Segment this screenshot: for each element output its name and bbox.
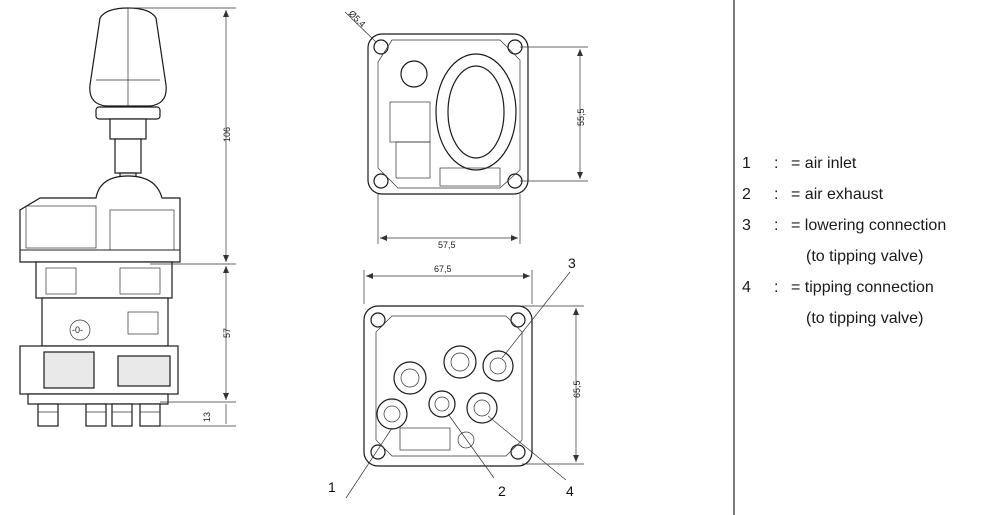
dim-57-5: 57,5 <box>438 240 456 250</box>
dim-67-5: 67,5 <box>434 264 452 274</box>
legend-item-4-cont: (to tipping valve) <box>806 310 924 327</box>
callout-4: 4 <box>566 483 574 499</box>
legend-text: = air exhaust <box>791 186 884 203</box>
legend-sep: : <box>774 186 779 203</box>
bottom-view <box>363 305 533 467</box>
dim-106: 106 <box>222 127 232 142</box>
legend-sep: : <box>774 217 779 234</box>
legend: 1 : = air inlet 2 : = air exhaust 3 : = … <box>742 148 982 334</box>
bottom-view-dimensions: 67,5 65,5 <box>363 264 584 465</box>
legend-item-3-cont: (to tipping valve) <box>806 248 924 265</box>
callouts: 1 2 3 4 <box>328 255 576 499</box>
legend-item-1: 1 : = air inlet <box>742 148 982 179</box>
legend-sep: : <box>774 279 779 296</box>
dim-hole: Ø5,4 <box>347 8 368 29</box>
svg-text:-0-: -0- <box>72 325 83 335</box>
callout-2: 2 <box>498 483 506 499</box>
legend-sep: : <box>774 155 779 172</box>
dim-13: 13 <box>202 412 212 422</box>
legend-text: = lowering connection <box>791 217 947 234</box>
legend-num: 1 <box>742 155 751 172</box>
legend-text: = air inlet <box>791 155 857 172</box>
legend-item-2: 2 : = air exhaust <box>742 179 982 210</box>
side-view-dimensions: 106 57 13 <box>128 7 236 427</box>
legend-item-4: 4 : = tipping connection <box>742 272 982 303</box>
legend-num: 3 <box>742 217 751 234</box>
dim-57: 57 <box>222 328 232 338</box>
top-view <box>367 33 529 195</box>
side-view: -0- <box>19 7 181 427</box>
dim-65-5: 65,5 <box>572 380 582 398</box>
legend-text: = tipping connection <box>791 279 934 296</box>
legend-item-3: 3 : = lowering connection <box>742 210 982 241</box>
legend-num: 2 <box>742 186 751 203</box>
legend-num: 4 <box>742 279 751 296</box>
callout-1: 1 <box>328 479 336 495</box>
dim-55-5: 55,5 <box>576 108 586 126</box>
callout-3: 3 <box>568 255 576 271</box>
